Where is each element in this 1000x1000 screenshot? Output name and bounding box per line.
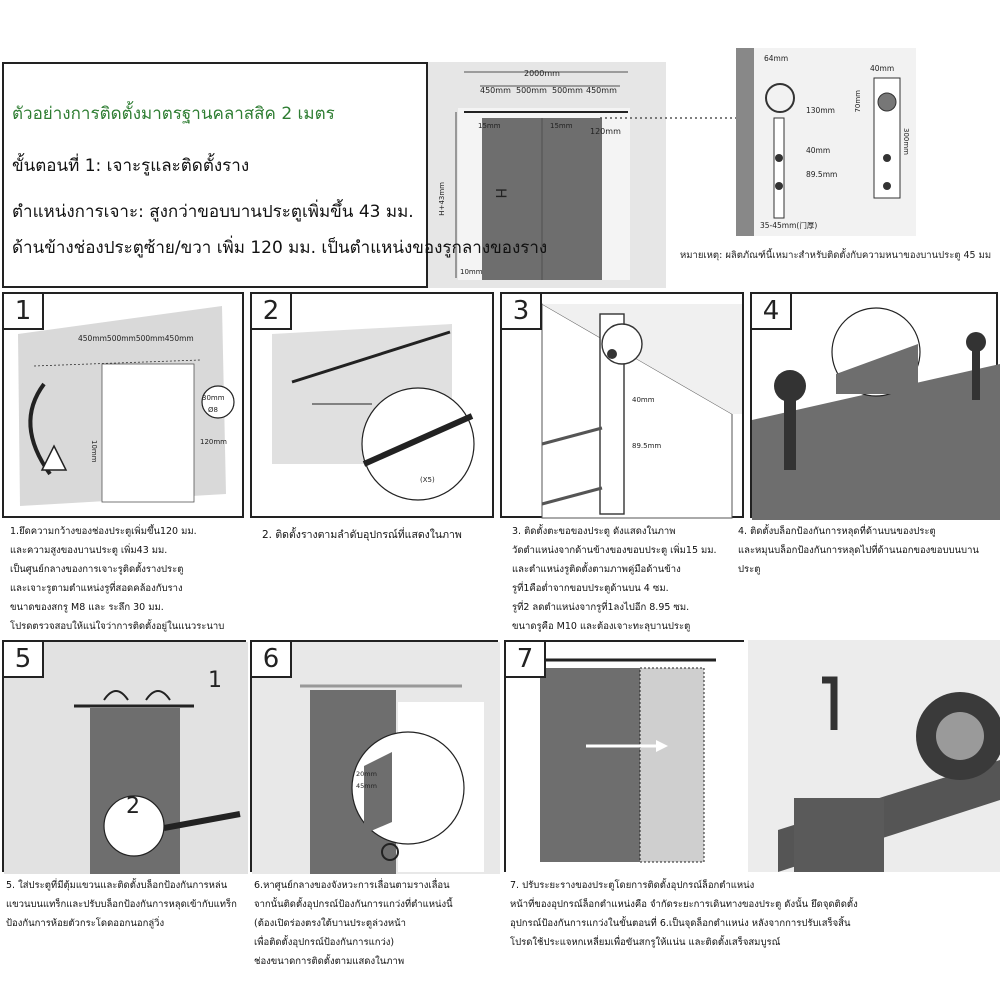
hw-dim-thickness: 35-45mm(门厚) [760,221,818,230]
connector-line [600,117,760,119]
hw-dim-40a: 40mm [870,64,895,73]
hardware-svg [736,48,916,236]
step-7-number: 7 [506,642,546,678]
main-door-diagram: 120mm 2000mm 450mm 500mm 500mm 450mm 15m… [428,62,666,288]
step-6-gap-20: 20mm [356,770,377,778]
drill-position-text: ตำแหน่งการเจาะ: สูงกว่าขอบบานประตูเพิ่มข… [12,202,414,222]
hw-dim-130: 130mm [806,106,835,115]
step-6-svg [252,642,500,874]
step-5-svg [4,642,248,874]
step-3-dim-40: 40mm [632,396,655,404]
lock-detail-svg [748,640,1000,872]
step-5-panel: 5 1 2 [2,640,248,874]
page-title: ตัวอย่างการติดตั้งมาตรฐานคลาสสิค 2 เมตร [12,104,335,124]
note-text: หมายเหตุ: ผลิตภัณฑ์นี้เหมาะสำหรับติดตั้ง… [680,250,992,261]
height-label: H+43mm [438,182,446,216]
step-4-number: 4 [752,294,792,330]
step-7-caption: 7. ปรับระยะรางของประตูโดยการติดตั้งอุปกร… [510,880,858,948]
lock-detail-panel [748,640,1000,872]
hw-dim-40b: 40mm [806,146,831,155]
side-position-text: ด้านข้างช่องประตูซ้าย/ขวา เพิ่ม 120 มม. … [12,238,548,258]
step-3-svg [541,303,742,519]
step-1-panel: 1 450mm500mm500mm450mm 10mm 120mm 30mm Ø… [2,292,244,518]
step-2-qty-label: (X5) [420,476,435,484]
step-4-svg [752,307,1000,520]
step-5-number: 5 [4,642,44,678]
left-gap-label: 15mm [478,122,501,130]
step-6-gap-45: 45mm [356,782,377,790]
seg4-label: 450mm [586,86,617,95]
step-1-drill-depth: 30mm [202,394,225,402]
step-5-label-2: 2 [126,794,140,819]
step-3-panel: 3 40mm 89.5mm [500,292,744,519]
right-gap-label: 15mm [550,122,573,130]
step-4-caption: 4. ติดตั้งบล็อกป้องกันการหลุดที่ด้านบนขอ… [738,526,979,575]
bottom-gap-label: 10mm [460,268,483,276]
step-3-dim-895: 89.5mm [632,442,662,450]
hw-dim-300: 300mm [902,128,910,155]
step-3-number: 3 [502,294,542,330]
step-1-number: 1 [4,294,44,330]
seg1-label: 450mm [480,86,511,95]
step-1-side-label: 120mm [200,438,227,446]
step-1-caption: 1.ยึดความกว้างของช่องประตูเพิ่มขึ้น120 ม… [10,526,225,632]
step-6-caption: 6.หาศูนย์กลางของจังหวะการเลื่อนตามรางเลื… [254,880,453,967]
seg3-label: 500mm [552,86,583,95]
step-6-panel: 6 20mm 45mm [250,640,500,874]
step-5-label-1: 1 [208,668,222,693]
step-2-panel: 2 (X5) [250,292,494,518]
side-gap-label: 120mm [590,127,621,136]
step-1-drill-dia: Ø8 [208,406,218,414]
step-2-caption: 2. ติดตั้งรางตามลำดับอุปกรณ์ที่แสดงในภาพ [262,529,462,541]
main-door-svg: 120mm [428,62,666,288]
h-letter: H [492,188,508,199]
hw-dim-70: 70mm [854,90,862,113]
step-1-vert-label: 10mm [90,440,98,463]
step-7-panel: 7 [504,640,746,874]
total-width-label: 2000mm [524,69,560,78]
hw-dim-895: 89.5mm [806,170,838,179]
step-2-svg [272,324,475,501]
step-2-number: 2 [252,294,292,330]
step-5-caption: 5. ใส่ประตูที่มีตุ้มแขวนและติดตั้งบล็อกป… [6,880,237,929]
step1-heading: ขั้นตอนที่ 1: เจาะรูและติดตั้งราง [12,156,250,176]
hw-dim-64: 64mm [764,54,789,63]
seg2-label: 500mm [516,86,547,95]
intro-panel: ตัวอย่างการติดตั้งมาตรฐานคลาสสิค 2 เมตร … [2,62,547,288]
step-1-seg-label: 450mm500mm500mm450mm [78,334,194,343]
step-4-panel: 4 [750,292,1000,520]
step-6-number: 6 [252,642,292,678]
hardware-detail: 64mm 40mm 130mm 70mm 300mm 40mm 89.5mm 3… [736,48,916,236]
step-1-svg [18,306,235,506]
step-7-svg [506,642,746,874]
step-3-caption: 3. ติดตั้งตะขอของประตู ดังแสดงในภาพ วัดต… [512,526,717,632]
